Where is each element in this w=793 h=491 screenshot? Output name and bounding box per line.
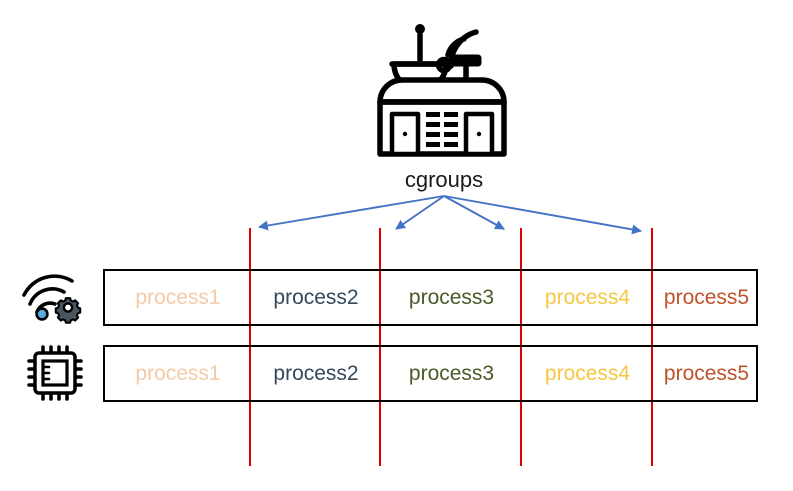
divider-3 <box>520 228 522 466</box>
process-cell: process5 <box>663 285 750 309</box>
process-cell: process2 <box>273 285 359 309</box>
process-cells-cpu: process1 process2 process3 process4 process5 <box>105 347 756 400</box>
process-cell: process4 <box>544 361 631 385</box>
arrow-to-boundary-1 <box>258 195 445 231</box>
resource-row-network: process1 process2 process3 process4 process5 <box>103 269 758 326</box>
divider-4 <box>651 228 653 466</box>
process-cell: process3 <box>408 361 495 385</box>
arrow-to-boundary-4 <box>443 195 642 235</box>
divider-1 <box>249 228 251 466</box>
process-cell: process5 <box>663 361 750 385</box>
process-cell: process3 <box>408 285 495 309</box>
network-wifi-gear-icon <box>20 268 92 324</box>
divider-2 <box>379 228 381 466</box>
cpu-chip-icon <box>20 345 92 401</box>
process-cell: process4 <box>544 285 631 309</box>
resource-row-cpu: process1 process2 process3 process4 process5 <box>103 345 758 402</box>
server-rack-satellite-icon <box>372 12 516 164</box>
process-cell: process1 <box>135 285 221 309</box>
arrow-to-boundary-2 <box>395 195 445 230</box>
arrow-to-boundary-3 <box>443 195 505 230</box>
cgroups-label: cgroups <box>404 167 484 192</box>
process-cells-network: process1 process2 process3 process4 process5 <box>105 271 756 324</box>
process-cell: process1 <box>135 361 221 385</box>
process-cell: process2 <box>273 361 359 385</box>
